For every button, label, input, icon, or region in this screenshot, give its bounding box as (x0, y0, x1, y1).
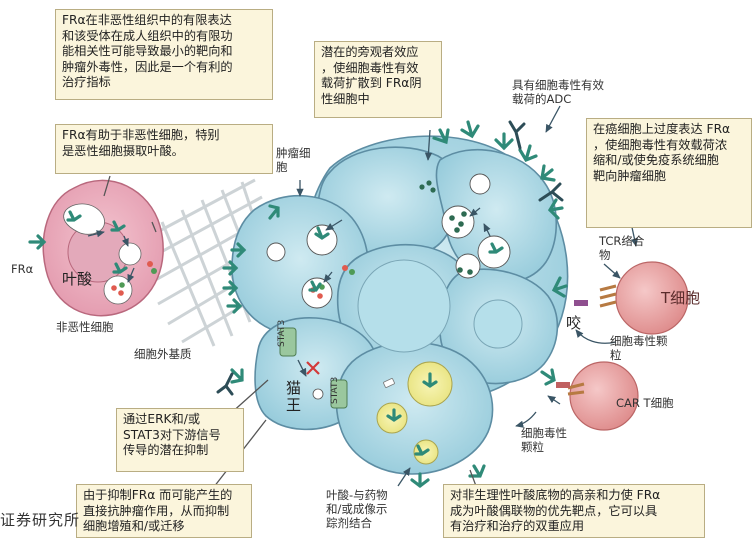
callout-antiproliferation: 由于抑制FRα 而可能产生的 直接抗肿瘤作用，从而抑制 细胞增殖和/或迁移 (76, 484, 252, 538)
callout-folate-uptake: FRα有助于非恶性细胞，特别 是恶性细胞摄取叶酸。 (55, 124, 273, 174)
label-adc: 具有细胞毒性有效 载荷的ADC (512, 78, 604, 106)
callout-erk-stat3: 通过ERK和/或 STAT3对下游信号 传导的潜在抑制 (116, 408, 244, 472)
label-stat3-upper: STAT3 (275, 320, 289, 347)
label-tcr-complex: TCR络合 物 (599, 234, 644, 262)
label-tumor-cell: 肿瘤细 胞 (276, 146, 311, 174)
label-t-cell: T细胞 (661, 291, 700, 305)
label-cytotoxic-granules-t: 细胞毒性颗 粒 (610, 334, 668, 362)
label-cat-king: 猫 王 (286, 380, 301, 414)
callout-overexpression: 在癌细胞上过度表达 FRα ，使细胞毒性有效载荷浓 缩和/或使免疫系统细胞 靶向… (586, 118, 752, 228)
label-folate: 叶酸 (62, 272, 92, 286)
watermark: 证券研究所 (0, 509, 80, 530)
label-fra: FRα (11, 262, 33, 276)
callout-bystander-effect: 潜在的旁观者效应 ，使细胞毒性有效 载荷扩散到 FRα阴 性细胞中 (314, 41, 442, 118)
callout-high-affinity: 对非生理性叶酸底物的高亲和力使 FRα 成为叶酸偶联物的优先靶点，它可以具 有治… (443, 484, 705, 538)
label-stat3-lower: STAT3 (328, 377, 342, 404)
label-nonmalignant-cell: 非恶性细胞 (56, 320, 114, 334)
label-extracellular-matrix: 细胞外基质 (134, 347, 192, 361)
label-folate-conjugate: 叶酸-与药物 和/或成像示 踪剂结合 (326, 488, 388, 530)
callout-fra-expression: FRα在非恶性组织中的有限表达 和该受体在成人组织中的有限功 能相关性可能导致最… (55, 9, 273, 100)
label-car-t-cell: CAR T细胞 (616, 396, 674, 410)
label-bite: 咬 (566, 316, 581, 330)
nonmalignant-cell (43, 180, 163, 315)
label-cytotoxic-granules-car: 细胞毒性 颗粒 (521, 426, 567, 454)
